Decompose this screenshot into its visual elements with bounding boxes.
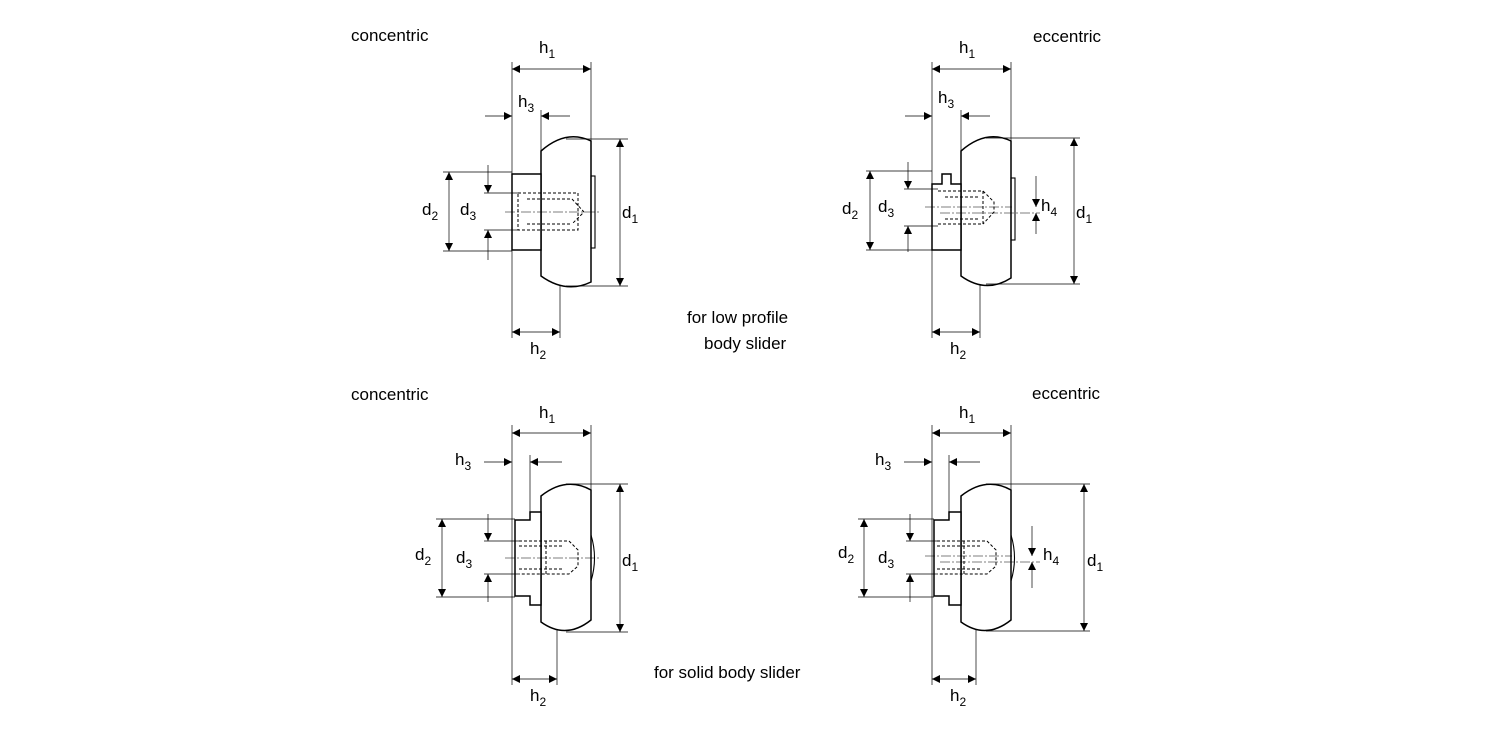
caption-low-profile-line1: for low profile bbox=[687, 308, 788, 327]
label-d2: d2 bbox=[422, 200, 438, 223]
label-d1: d1 bbox=[622, 203, 638, 226]
caption-eccentric-top: eccentric bbox=[1033, 27, 1102, 46]
label-d3: d3 bbox=[878, 548, 894, 571]
label-h2: h2 bbox=[950, 339, 966, 362]
label-d1: d1 bbox=[622, 551, 638, 574]
label-h3: h3 bbox=[518, 92, 534, 115]
view-bottom-right-eccentric: h1 h3 h2 d1 d2 d3 h4 bbox=[838, 403, 1103, 709]
caption-concentric-top: concentric bbox=[351, 26, 429, 45]
hub bbox=[514, 511, 542, 606]
label-h2: h2 bbox=[950, 686, 966, 709]
caption-low-profile-line2: body slider bbox=[704, 334, 787, 353]
caption-eccentric-bottom: eccentric bbox=[1032, 384, 1101, 403]
label-h4: h4 bbox=[1043, 545, 1059, 568]
hidden-bore bbox=[517, 192, 585, 231]
label-h1: h1 bbox=[959, 38, 975, 61]
label-h2: h2 bbox=[530, 339, 546, 362]
label-h3: h3 bbox=[455, 450, 471, 473]
label-h3: h3 bbox=[875, 450, 891, 473]
roller-body bbox=[960, 136, 1012, 287]
hub bbox=[933, 511, 962, 606]
label-d3: d3 bbox=[460, 200, 476, 223]
label-h4: h4 bbox=[1041, 196, 1057, 219]
face-step bbox=[1010, 177, 1016, 241]
label-h1: h1 bbox=[539, 38, 555, 61]
view-top-left-concentric: h1 h3 h2 d1 d2 d3 bbox=[422, 38, 638, 362]
label-h3: h3 bbox=[938, 88, 954, 111]
label-d2: d2 bbox=[842, 199, 858, 222]
label-h1: h1 bbox=[539, 403, 555, 426]
hidden-bore bbox=[937, 540, 997, 575]
label-h2: h2 bbox=[530, 686, 546, 709]
roller-body bbox=[540, 483, 592, 632]
label-d1: d1 bbox=[1076, 203, 1092, 226]
view-top-right-eccentric: h1 h3 h2 d1 d2 d3 h4 bbox=[842, 38, 1092, 362]
label-d1: d1 bbox=[1087, 551, 1103, 574]
label-d3: d3 bbox=[456, 548, 472, 571]
face-dome bbox=[1010, 534, 1016, 582]
label-d2: d2 bbox=[838, 543, 854, 566]
label-d3: d3 bbox=[878, 197, 894, 220]
roller-body bbox=[960, 483, 1012, 632]
caption-concentric-bottom: concentric bbox=[351, 385, 429, 404]
label-h1: h1 bbox=[959, 403, 975, 426]
hub bbox=[931, 173, 962, 251]
label-d2: d2 bbox=[415, 545, 431, 568]
view-bottom-left-concentric: h1 h3 h2 d1 d2 d3 bbox=[415, 403, 638, 709]
caption-solid-body: for solid body slider bbox=[654, 663, 801, 682]
